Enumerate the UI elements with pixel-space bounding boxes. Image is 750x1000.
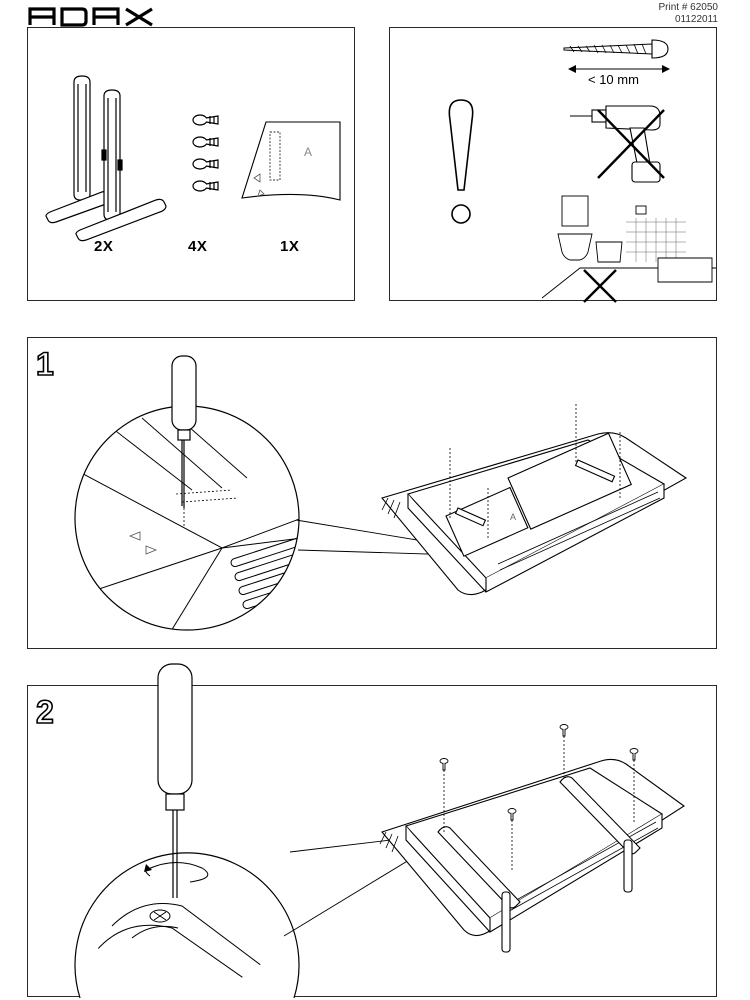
step-1-number: 1 — [35, 346, 54, 382]
no-bathroom-icon — [541, 195, 716, 303]
parts-panel: A 2X 4X 1X — [27, 27, 355, 301]
leg-stand-illustration — [45, 75, 167, 242]
step-1-detail-zoom — [74, 355, 300, 631]
no-drill-icon — [570, 105, 665, 183]
adax-logo — [28, 7, 153, 27]
step-2-panel: 2 — [27, 663, 717, 999]
step-1-template-letter: A — [510, 512, 516, 522]
step-2-number: 2 — [35, 694, 54, 730]
legs-count: 2X — [94, 238, 114, 255]
screws-count: 4X — [188, 238, 208, 255]
print-number: Print # 62050 — [658, 2, 719, 13]
drilling-template-illustration: A — [241, 121, 341, 201]
step-2-heater-illustration — [379, 724, 685, 953]
step-2-detail-zoom — [74, 663, 300, 999]
template-count: 1X — [280, 238, 300, 255]
length-arrow-icon — [568, 65, 670, 73]
screws-illustration — [192, 114, 219, 192]
doc-code: 01122011 — [674, 14, 718, 25]
step-1-panel: 1 — [27, 337, 717, 649]
step-1-heater-illustration: A — [381, 404, 688, 596]
long-screw-icon — [563, 39, 669, 59]
exclamation-icon — [448, 99, 474, 224]
warnings-panel: < 10 mm — [389, 27, 717, 303]
print-info: Print # 62050 01122011 — [659, 2, 719, 26]
screw-length-label: < 10 mm — [588, 72, 639, 87]
template-letter: A — [304, 145, 312, 159]
